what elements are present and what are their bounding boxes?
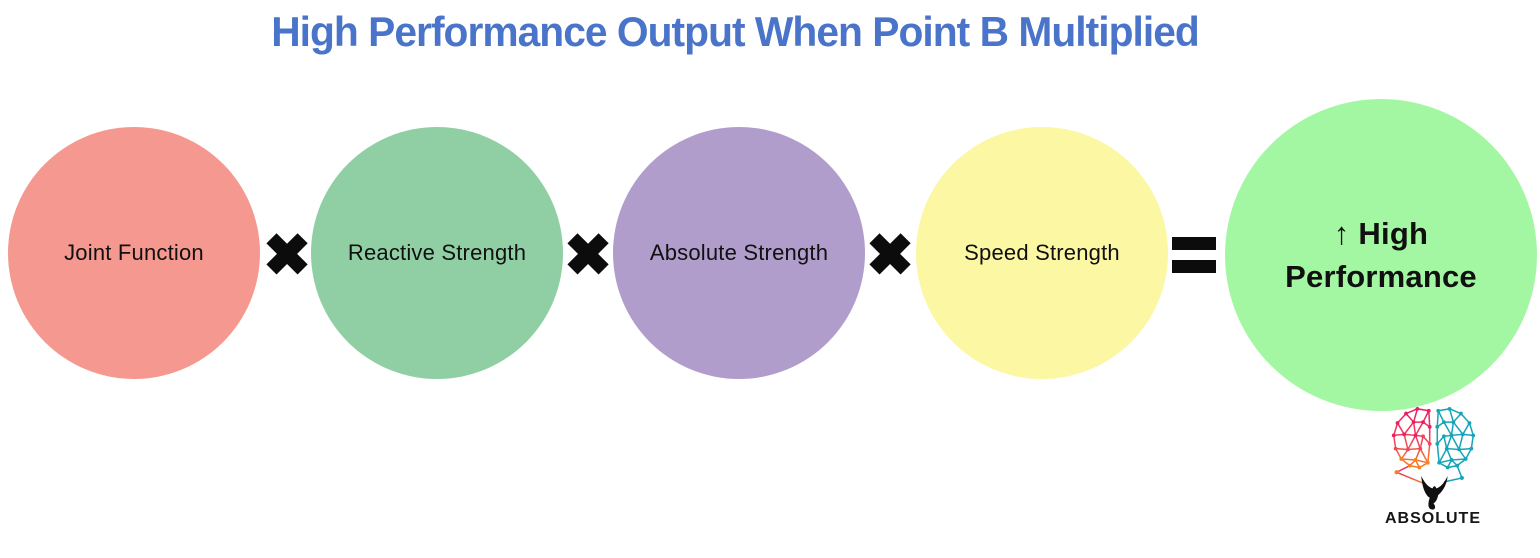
diagram-node: Speed Strength [916,127,1168,379]
node-label-high-performance: ↑ High Performance [1285,215,1477,294]
node-label-reactive-strength: Reactive Strength [347,240,527,266]
multiply-icon: ✖ [865,223,915,288]
page-title: High Performance Output When Point B Mul… [271,8,1200,55]
node-label-joint-function: Joint Function [64,240,204,266]
absolute-logo: ABSOLUTE [1383,406,1483,528]
node-label-speed-strength: Speed Strength [964,240,1120,266]
equals-icon [1172,237,1216,273]
brain-stem-shape [1420,476,1448,510]
node-label-absolute-strength: Absolute Strength [649,240,829,266]
multiply-icon: ✖ [563,223,613,288]
logo-brand-text: ABSOLUTE [1385,510,1481,527]
equals-bar-top [1172,237,1216,250]
multiply-icon: ✖ [262,223,312,288]
diagram-node: Absolute Strength [613,127,865,379]
diagram-node: Joint Function [8,127,260,379]
diagram-node: ↑ High Performance [1225,99,1537,411]
equals-bar-bottom [1172,260,1216,273]
brain-network-icon [1391,406,1475,510]
diagram-node: Reactive Strength [311,127,563,379]
